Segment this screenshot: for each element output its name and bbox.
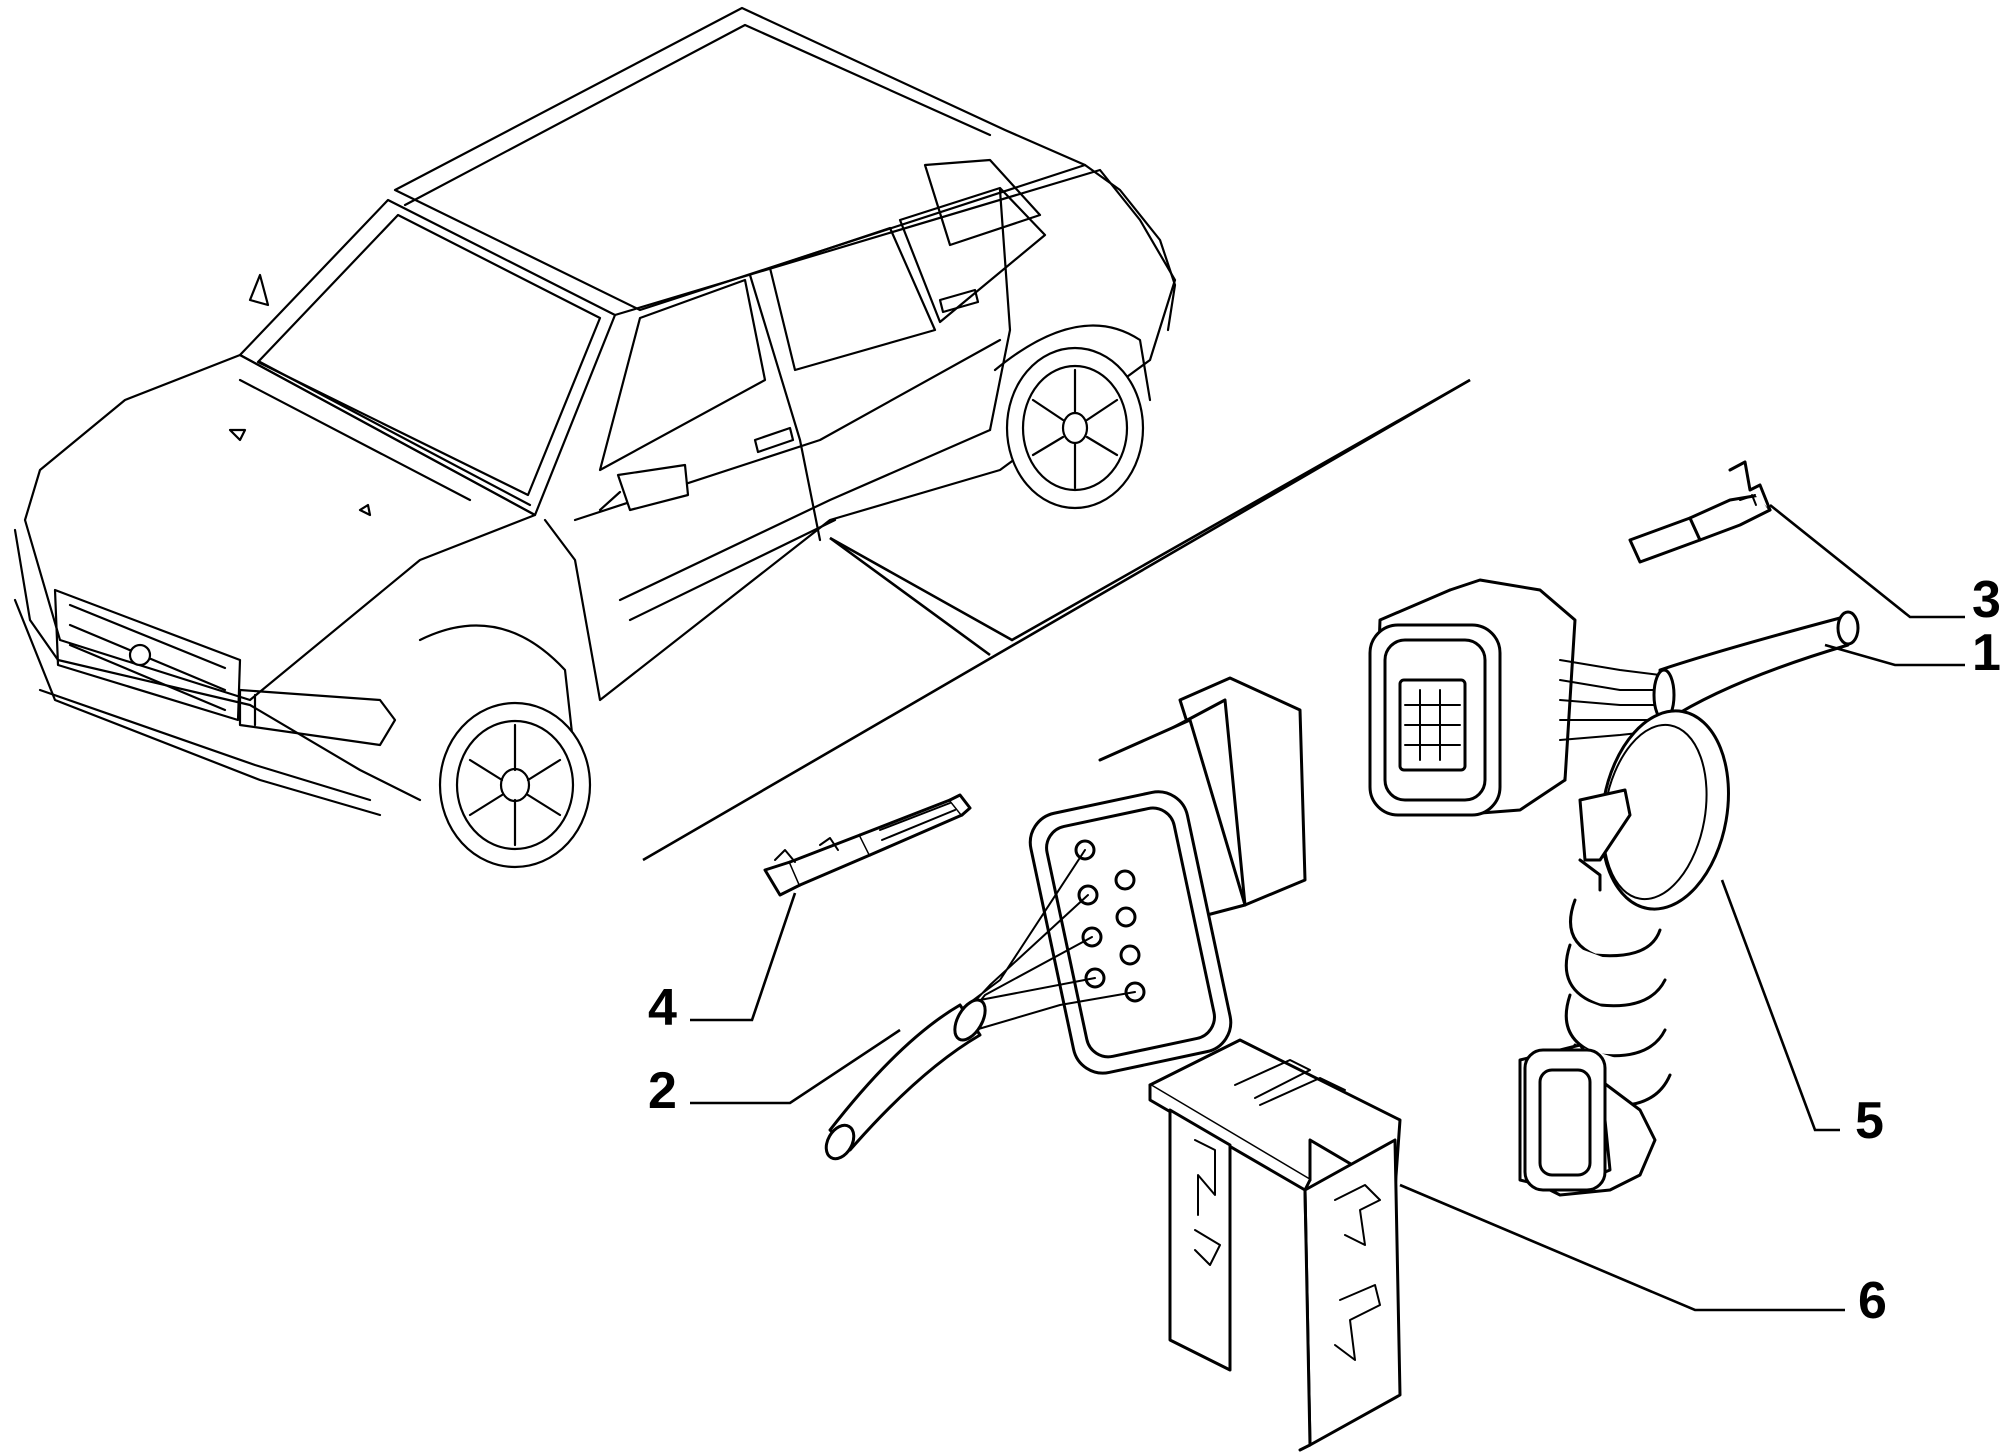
callout-labels: 3 1 4 2 5 6: [648, 571, 2001, 1330]
leader-3: [1769, 503, 1965, 619]
part-2-connector-8pin: [824, 676, 1307, 1161]
callout-2: 2: [648, 1062, 677, 1120]
part-5-grommet: [1518, 709, 1730, 1197]
part-6-bracket: [1148, 1038, 1402, 1452]
leader-5: [1720, 879, 1840, 1132]
leader-1: [1824, 643, 1965, 667]
callout-1: 1: [1972, 624, 2001, 682]
callout-4: 4: [648, 979, 677, 1037]
car-illustration: [13, 6, 1177, 869]
callout-6: 6: [1858, 1272, 1887, 1330]
part-1-connector-cable: [1368, 578, 1860, 817]
leader-2: [690, 1028, 901, 1105]
leader-6: [1399, 1183, 1845, 1312]
separator-lines: [642, 378, 1471, 862]
part-3-terminal: [1628, 460, 1772, 564]
callout-3: 3: [1972, 571, 2001, 629]
leader-lines: [690, 503, 1965, 1312]
callout-5: 5: [1855, 1092, 1884, 1150]
part-4-pin: [763, 793, 972, 897]
leader-4: [690, 892, 797, 1022]
